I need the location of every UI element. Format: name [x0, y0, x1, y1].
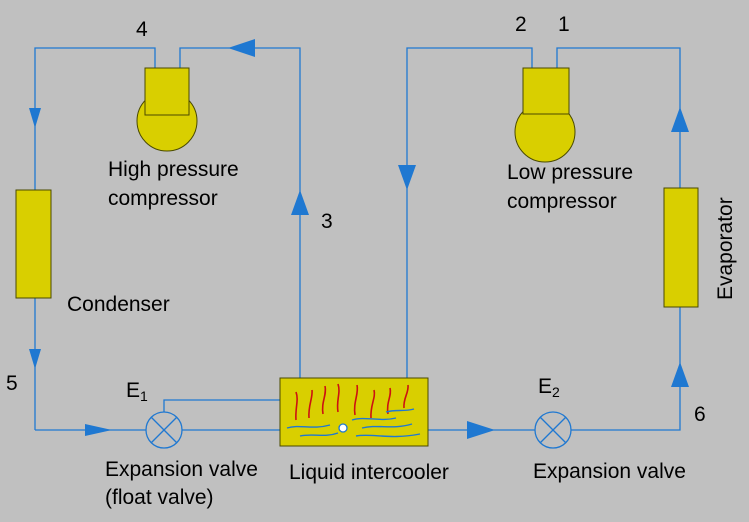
arrow-down-icon	[29, 349, 41, 369]
pipe-lp-discharge-to-intercooler	[406, 47, 533, 378]
state-point-3: 3	[321, 210, 333, 233]
condenser-label: Condenser	[67, 293, 170, 316]
e2-subscript: 2	[552, 384, 560, 400]
arrow-up-icon	[291, 190, 309, 215]
e2-letter: E	[538, 375, 553, 398]
expansion-valve-1-label-line2: (float valve)	[105, 486, 214, 509]
high-pressure-compressor-label-line2: compressor	[108, 187, 218, 210]
e1-letter: E	[126, 379, 141, 402]
pipe-e2-to-evaporator	[571, 307, 681, 431]
arrow-up-icon	[671, 107, 689, 132]
e1-label: E1	[126, 379, 148, 408]
pipes	[34, 47, 681, 431]
evaporator-icon	[663, 187, 699, 308]
liquid-intercooler-icon	[279, 377, 429, 447]
arrow-right-icon	[467, 421, 495, 439]
intercooler-red-coils	[295, 383, 409, 421]
liquid-intercooler-label: Liquid intercooler	[289, 461, 449, 484]
arrow-down-icon	[398, 165, 416, 190]
high-pressure-compressor-label-line1: High pressure	[108, 158, 239, 181]
arrow-up-icon	[671, 362, 689, 387]
arrow-right-icon	[85, 424, 112, 436]
pipe-intercooler-to-hp-suction	[179, 47, 301, 378]
expansion-valve-1-label-line1: Expansion valve	[105, 458, 258, 481]
arrow-left-icon	[228, 39, 255, 57]
flow-arrows	[29, 39, 689, 439]
intercooler-blue-liquid	[286, 408, 421, 438]
expansion-valve-2-icon	[534, 411, 572, 449]
expansion-valve-2-label: Expansion valve	[533, 460, 686, 483]
state-point-6: 6	[694, 403, 706, 426]
low-pressure-compressor-icon	[514, 67, 576, 163]
e2-label: E2	[538, 375, 560, 404]
arrow-down-icon	[29, 108, 41, 128]
evaporator-label: Evaporator	[714, 197, 737, 300]
state-point-4: 4	[136, 18, 148, 41]
state-point-1: 1	[558, 13, 570, 36]
low-pressure-compressor-label-line2: compressor	[507, 190, 617, 213]
expansion-valve-1-icon	[145, 411, 183, 449]
condenser-icon	[15, 189, 52, 299]
e1-subscript: 1	[140, 388, 148, 404]
state-point-2: 2	[515, 13, 527, 36]
low-pressure-compressor-label-line1: Low pressure	[507, 161, 634, 184]
high-pressure-compressor-icon	[136, 67, 198, 152]
state-point-5: 5	[6, 372, 18, 395]
